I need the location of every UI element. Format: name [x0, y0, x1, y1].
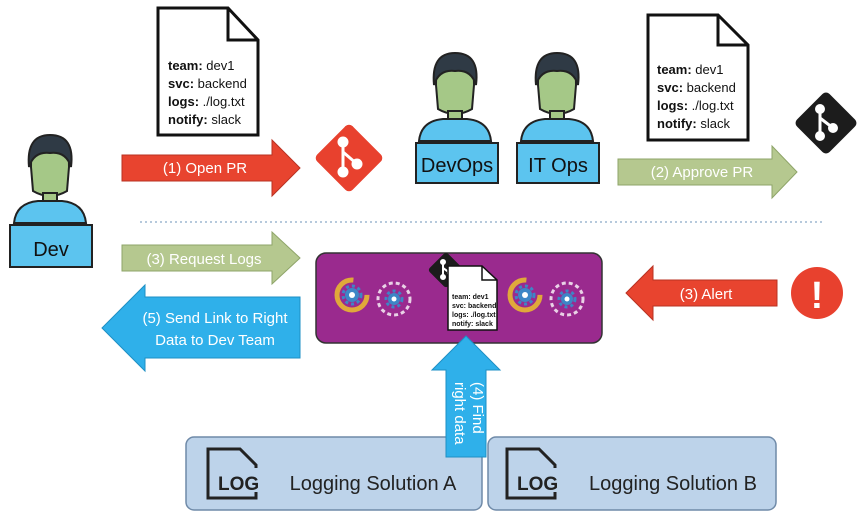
doc-value: dev1: [203, 58, 235, 73]
svg-text:logs: ./log.txt: logs: ./log.txt: [657, 98, 734, 113]
devops-persona: DevOps: [415, 52, 499, 184]
alert-icon: !: [791, 267, 843, 319]
alert-label: (3) Alert: [680, 286, 733, 303]
git-icon: [315, 124, 383, 192]
svg-text:svc: backend: svc: backend: [657, 80, 736, 95]
logging-b-label: Logging Solution B: [589, 473, 757, 495]
doc-value: backend: [194, 76, 247, 91]
logging-solution-b: LOG Logging Solution B: [487, 436, 777, 511]
log-icon-text: LOG: [218, 474, 259, 495]
send-link-arrow: (5) Send Link to Right Data to Dev Team: [101, 283, 301, 373]
svg-text:team: dev1: team: dev1: [168, 58, 235, 73]
approve-pr-arrow: (2) Approve PR: [617, 144, 798, 200]
svg-text:notify: slack: notify: slack: [168, 112, 241, 127]
open-pr-label: (1) Open PR: [163, 160, 247, 177]
pr-document-top: team: dev1 svc: backend logs: ./log.txt …: [156, 6, 260, 137]
pr-document-right: team: dev1 svc: backend logs: ./log.txt …: [646, 13, 750, 142]
itops-persona: IT Ops: [516, 52, 600, 184]
svg-text:notify: slack: notify: slack: [657, 116, 730, 131]
doc-line: svc: backend: [452, 303, 496, 310]
central-platform-box: team: dev1 svc: backend logs: ./log.txt …: [315, 252, 603, 344]
doc-key: notify:: [168, 112, 208, 127]
small-document-icon: team: dev1 svc: backend logs: ./log.txt …: [447, 265, 498, 331]
doc-value: backend: [683, 80, 736, 95]
svg-text:logs: ./log.txt: logs: ./log.txt: [168, 94, 245, 109]
dev-label: Dev: [33, 239, 69, 261]
logging-solution-a: LOG Logging Solution A: [185, 436, 483, 511]
open-pr-arrow: (1) Open PR: [121, 138, 301, 198]
doc-key: logs:: [657, 98, 688, 113]
log-file-icon: LOG: [505, 447, 563, 500]
svg-text:team: dev1: team: dev1: [657, 62, 724, 77]
request-logs-label: (3) Request Logs: [146, 251, 261, 268]
dev-persona: Dev: [9, 134, 93, 268]
doc-key: svc:: [168, 76, 194, 91]
doc-value: slack: [208, 112, 242, 127]
doc-value: ./log.txt: [688, 98, 734, 113]
doc-key: svc:: [657, 80, 683, 95]
doc-line: notify: slack: [452, 321, 493, 328]
alert-arrow: (3) Alert: [625, 264, 778, 322]
doc-key: team:: [657, 62, 692, 77]
doc-line: logs: ./log.txt: [452, 312, 496, 319]
svg-text:svc: backend: svc: backend: [168, 76, 247, 91]
find-data-label-2: right data: [451, 382, 468, 445]
alert-glyph: !: [811, 275, 824, 317]
itops-label: IT Ops: [528, 155, 588, 177]
doc-line: team: dev1: [452, 294, 489, 301]
doc-value: ./log.txt: [199, 94, 245, 109]
git-approved-icon: [795, 92, 857, 154]
find-data-arrow: (4) Find right data: [430, 335, 502, 458]
logging-a-label: Logging Solution A: [290, 473, 457, 495]
send-link-label-1: (5) Send Link to Right: [142, 310, 288, 327]
approve-pr-label: (2) Approve PR: [651, 164, 754, 181]
doc-key: logs:: [168, 94, 199, 109]
devops-label: DevOps: [421, 155, 493, 177]
doc-value: slack: [697, 116, 731, 131]
log-icon-text: LOG: [517, 474, 558, 495]
send-link-label-2: Data to Dev Team: [155, 332, 275, 349]
doc-value: dev1: [692, 62, 724, 77]
find-data-label-1: (4) Find: [469, 382, 486, 434]
log-file-icon: LOG: [206, 447, 264, 500]
doc-key: notify:: [657, 116, 697, 131]
doc-key: team:: [168, 58, 203, 73]
request-logs-arrow: (3) Request Logs: [121, 230, 301, 286]
